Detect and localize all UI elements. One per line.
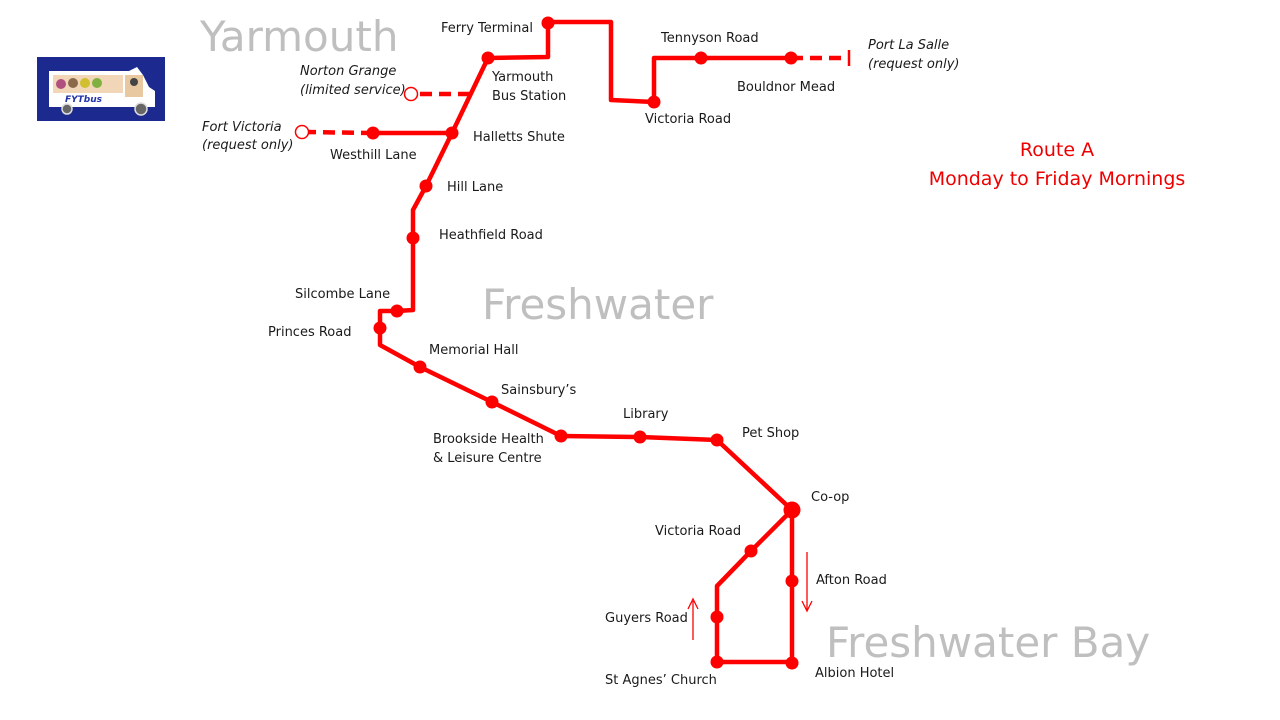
label-sainsburys: Sainsbury’s <box>501 383 577 398</box>
direction-arrows <box>687 552 813 640</box>
fort-victoria-stop-icon <box>294 124 310 140</box>
stop-guyers-road-icon <box>710 610 724 624</box>
stop-yarmouth-bus-station-icon <box>481 51 495 65</box>
request-only-spurs <box>304 55 848 136</box>
stop-afton-road-icon <box>785 574 799 588</box>
label-victoria-road-north: Victoria Road <box>645 112 732 127</box>
label-library: Library <box>623 407 669 422</box>
label-guyers-road: Guyers Road <box>605 611 688 626</box>
norton-grange-stop-icon <box>403 86 419 102</box>
label-st-agnes-church: St Agnes’ Church <box>605 673 717 688</box>
label-tennyson-road: Tennyson Road <box>661 31 759 46</box>
stop-sainsburys-icon <box>485 395 499 409</box>
label-yarmouth-bus-station-1: Yarmouth <box>492 70 554 85</box>
stop-princes-road-icon <box>373 321 387 335</box>
label-silcombe-lane: Silcombe Lane <box>295 287 391 302</box>
label-bouldnor-mead: Bouldnor Mead <box>737 80 836 95</box>
label-heathfield-road: Heathfield Road <box>439 228 543 243</box>
label-ferry-terminal: Ferry Terminal <box>441 21 533 36</box>
stop-brookside-icon <box>554 429 568 443</box>
label-pet-shop: Pet Shop <box>742 426 800 441</box>
stop-albion-hotel-icon <box>785 656 799 670</box>
label-yarmouth-bus-station-2: Bus Station <box>492 89 567 104</box>
label-westhill-lane: Westhill Lane <box>330 148 417 163</box>
stop-tennyson-road-icon <box>694 51 708 65</box>
stop-ferry-terminal-icon <box>541 16 555 30</box>
stop-bouldnor-mead-icon <box>784 51 798 65</box>
fytbus-logo: FYTbus <box>37 57 165 121</box>
stop-victoria-road-north-icon <box>647 95 661 109</box>
stop-heathfield-road-icon <box>406 231 420 245</box>
label-port-la-salle-2: (request only) <box>868 57 960 72</box>
stop-halletts-shute-icon <box>445 126 459 140</box>
label-norton-grange-2: (limited service) <box>300 83 406 98</box>
label-afton-road: Afton Road <box>816 573 887 588</box>
stop-pet-shop-icon <box>710 433 724 447</box>
label-norton-grange-1: Norton Grange <box>300 64 397 79</box>
stop-markers <box>366 16 801 670</box>
stop-co-op-icon <box>783 501 801 519</box>
area-label-freshwater: Freshwater <box>482 280 714 329</box>
label-memorial-hall: Memorial Hall <box>429 343 519 358</box>
label-brookside-1: Brookside Health <box>433 432 544 447</box>
route-name: Route A <box>1019 139 1095 161</box>
label-brookside-2: & Leisure Centre <box>433 451 542 466</box>
label-fort-victoria-2: (request only) <box>202 138 294 153</box>
label-halletts-shute: Halletts Shute <box>473 130 565 145</box>
stop-silcombe-lane-icon <box>390 304 404 318</box>
label-port-la-salle-1: Port La Salle <box>868 38 950 53</box>
stop-victoria-road-south-icon <box>744 544 758 558</box>
stop-hill-lane-icon <box>419 179 433 193</box>
stop-memorial-hall-icon <box>413 360 427 374</box>
bus-logo-icon: FYTbus <box>37 57 165 121</box>
label-albion-hotel: Albion Hotel <box>815 666 895 681</box>
stop-st-agnes-church-icon <box>710 655 724 669</box>
label-victoria-road-south: Victoria Road <box>655 524 742 539</box>
label-co-op: Co-op <box>811 490 850 505</box>
area-label-yarmouth: Yarmouth <box>200 12 399 61</box>
route-title: Route A Monday to Friday Mornings <box>897 136 1217 194</box>
svg-text:FYTbus: FYTbus <box>65 95 103 105</box>
stop-library-icon <box>633 430 647 444</box>
label-fort-victoria-1: Fort Victoria <box>202 120 282 135</box>
label-princes-road: Princes Road <box>268 325 352 340</box>
stop-westhill-lane-icon <box>366 126 380 140</box>
label-hill-lane: Hill Lane <box>447 180 504 195</box>
area-label-freshwater-bay: Freshwater Bay <box>826 618 1151 667</box>
route-schedule: Monday to Friday Mornings <box>928 168 1186 190</box>
